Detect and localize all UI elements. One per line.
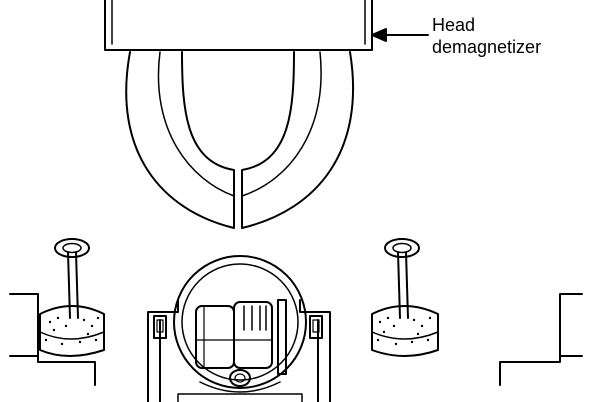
- right-housing: [299, 299, 331, 402]
- head-demagnetizer-icon: [104, 0, 373, 229]
- head-demagnetizer-label: Head demagnetizer: [432, 14, 541, 58]
- left-guide: [9, 293, 96, 386]
- callout-line-1: Head: [432, 15, 476, 35]
- cotton-swab-icon: [371, 238, 583, 386]
- right-tab: [309, 315, 323, 339]
- guide-post: [277, 299, 287, 375]
- inner-head-right: [233, 301, 273, 369]
- callout-arrow: [371, 28, 429, 42]
- head-drum: [173, 255, 307, 389]
- center-screw: [229, 369, 251, 387]
- demagnetizer-left-prong: [125, 51, 235, 229]
- left-tab: [153, 315, 167, 339]
- inner-head-left: [195, 305, 235, 369]
- callout-line-2: demagnetizer: [432, 37, 542, 57]
- left-swab-foam: [39, 305, 105, 357]
- right-swab-stick: [397, 251, 401, 319]
- demagnetizer-right-prong: [241, 51, 355, 229]
- right-guide: [499, 293, 583, 386]
- left-swab-tip: [54, 238, 90, 258]
- left-swab-stick: [67, 251, 71, 319]
- cotton-swab-icon: [9, 238, 105, 386]
- tape-head-assembly-icon: [147, 255, 331, 402]
- right-swab-tip: [384, 238, 420, 258]
- right-swab-foam: [371, 305, 439, 357]
- left-housing: [147, 299, 179, 402]
- demagnetizer-body: [104, 0, 373, 51]
